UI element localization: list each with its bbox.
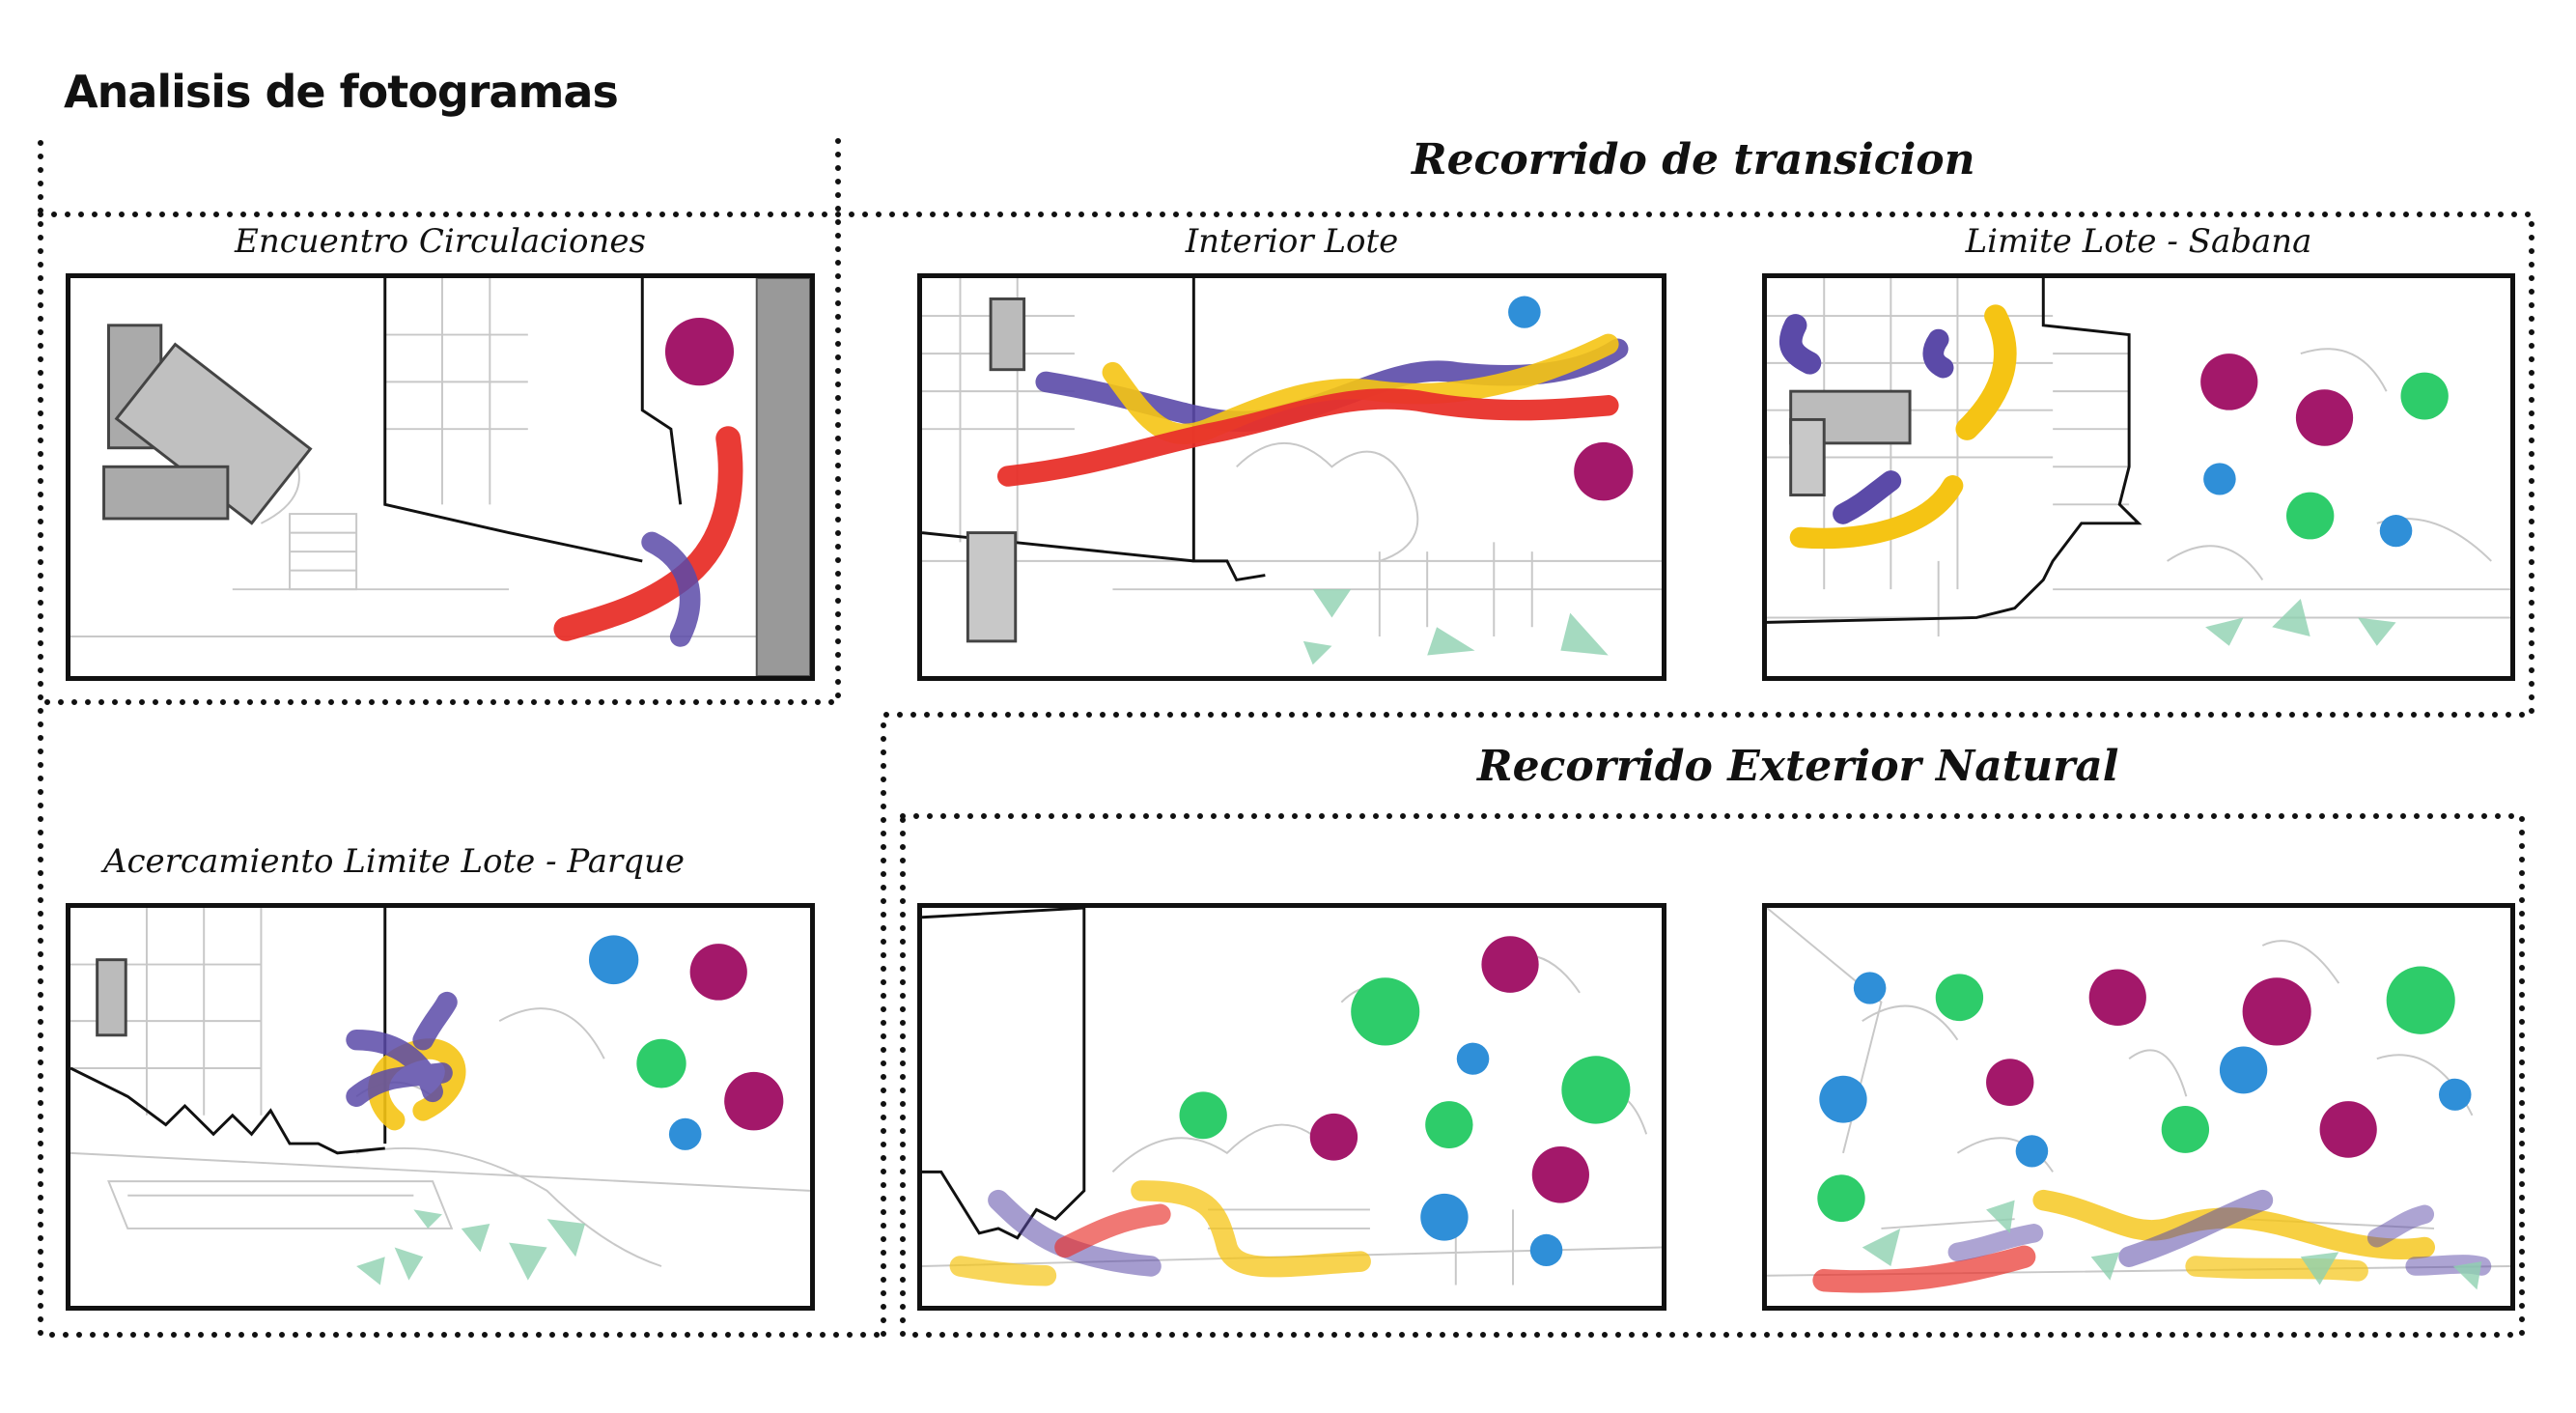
transition-section-title: Recorrido de transicion <box>1412 135 1975 184</box>
magenta-circle <box>1574 441 1634 501</box>
frame-acercamiento-limite-lote-parque <box>66 903 815 1311</box>
teal-triangle <box>394 1247 424 1281</box>
blue-circle <box>1529 1233 1563 1266</box>
yellow-path <box>2185 1256 2368 1282</box>
green-circle <box>2161 1106 2210 1153</box>
gray-block <box>102 465 230 521</box>
sketch-lines <box>1767 278 2510 636</box>
blue-circle <box>1508 296 1541 328</box>
blue-circle <box>1456 1042 1490 1075</box>
magenta-circle <box>2200 353 2258 410</box>
blue-circle <box>2015 1135 2049 1168</box>
magenta-circle <box>664 318 735 386</box>
blue-circle <box>2219 1046 2268 1094</box>
magenta-circle <box>1309 1113 1358 1161</box>
magenta-circle <box>1986 1059 2034 1107</box>
magenta-circle <box>2088 969 2146 1027</box>
teal-triangle <box>1560 612 1609 656</box>
purple-path <box>988 1189 1162 1277</box>
wall-block <box>755 278 810 676</box>
sketch-lines <box>922 278 1662 636</box>
green-circle <box>1561 1056 1631 1124</box>
gray-block <box>966 531 1018 643</box>
teal-triangle <box>546 1219 586 1258</box>
blue-circle <box>2379 515 2413 548</box>
gray-block <box>1789 417 1826 497</box>
frame-limite-lote-sabana <box>1762 273 2515 681</box>
teal-triangle <box>1427 627 1475 656</box>
green-circle <box>1351 977 1420 1046</box>
yellow-path <box>1789 475 1964 550</box>
magenta-circle <box>724 1071 784 1131</box>
frame-exterior-1 <box>917 903 1666 1311</box>
teal-triangle <box>461 1224 490 1253</box>
blue-circle <box>2203 463 2236 495</box>
caption-interior: Interior Lote <box>1185 222 1399 261</box>
frame-interior-lote <box>917 273 1666 681</box>
yellow-path <box>1955 304 2017 440</box>
purple-path <box>346 991 458 1107</box>
sketch-lines <box>70 908 810 1267</box>
teal-triangle <box>2090 1252 2120 1281</box>
purple-path <box>641 531 701 647</box>
caption-sabana: Limite Lote - Sabana <box>1965 222 2312 261</box>
blue-circle <box>1420 1193 1469 1241</box>
blue-circle <box>1853 972 1887 1004</box>
green-circle <box>2386 966 2455 1034</box>
magenta-circle <box>2242 977 2311 1046</box>
teal-triangle <box>1312 589 1352 618</box>
red-path <box>1054 1203 1171 1258</box>
magenta-circle <box>2319 1101 2377 1158</box>
caption-parque: Acercamiento Limite Lote - Parque <box>102 842 686 881</box>
exterior-section-title: Recorrido Exterior Natural <box>1477 742 2119 791</box>
magenta-circle <box>689 944 747 1001</box>
green-circle <box>636 1038 686 1088</box>
page-title: Analisis de fotogramas <box>64 66 619 118</box>
teal-triangle <box>509 1242 547 1281</box>
teal-triangle <box>2272 598 2310 636</box>
magenta-circle <box>1481 936 1539 993</box>
green-circle <box>1817 1174 1865 1223</box>
teal-triangle <box>413 1209 442 1229</box>
teal-triangle <box>1986 1200 2015 1233</box>
magenta-circle <box>2295 389 2354 446</box>
purple-path <box>1922 328 1954 379</box>
yellow-path <box>1102 333 1619 445</box>
teal-triangle <box>356 1257 385 1286</box>
frame-encuentro-circulaciones <box>66 273 815 681</box>
teal-triangle <box>1302 640 1332 665</box>
purple-path <box>1947 1224 2044 1262</box>
teal-triangle <box>2358 617 2396 646</box>
teal-triangle <box>2300 1252 2339 1286</box>
teal-triangle <box>2205 617 2244 646</box>
caption-encuentro: Encuentro Circulaciones <box>235 222 646 261</box>
red-path <box>996 388 1619 487</box>
purple-path <box>2118 1189 2274 1267</box>
gray-block <box>989 297 1026 372</box>
red-path <box>1812 1245 2036 1293</box>
green-circle <box>2286 492 2335 540</box>
teal-triangle <box>2452 1261 2482 1290</box>
teal-triangle <box>1862 1228 1901 1266</box>
yellow-path <box>949 1256 1057 1286</box>
gray-block <box>1789 389 1912 445</box>
green-circle <box>2400 372 2449 420</box>
green-circle <box>1425 1101 1473 1148</box>
blue-circle <box>668 1117 702 1150</box>
green-circle <box>1179 1091 1227 1140</box>
green-circle <box>1935 974 1984 1022</box>
blue-circle <box>588 935 639 985</box>
gray-block <box>96 958 127 1037</box>
yellow-path <box>1131 1180 1371 1278</box>
purple-path <box>1833 470 1902 524</box>
purple-path <box>1778 314 1822 375</box>
magenta-circle <box>1531 1146 1589 1203</box>
frame-exterior-2 <box>1762 903 2515 1311</box>
blue-circle <box>1819 1075 1867 1123</box>
blue-circle <box>2438 1078 2472 1111</box>
